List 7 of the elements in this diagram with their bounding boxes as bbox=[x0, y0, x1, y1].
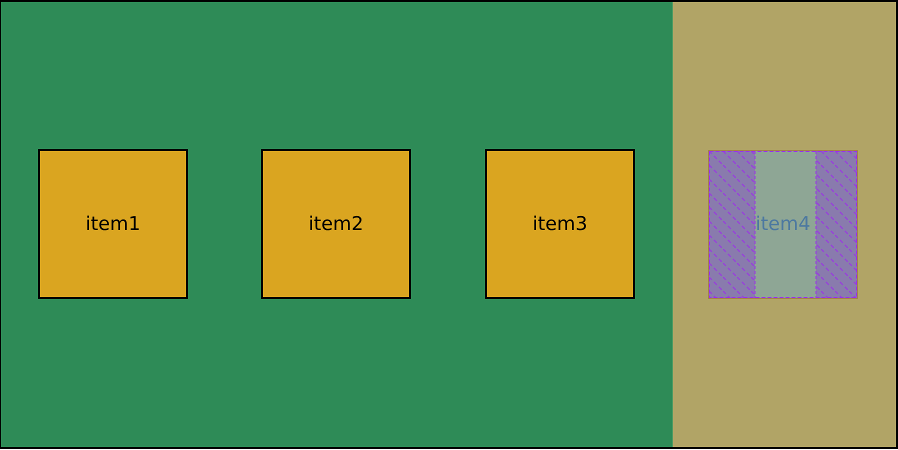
flex-item-box bbox=[261, 149, 411, 299]
flex-item-box bbox=[485, 149, 635, 299]
item-label: item1 bbox=[85, 212, 140, 236]
item-label: item4 bbox=[755, 213, 810, 236]
item-label: item2 bbox=[308, 212, 364, 236]
item-label: item3 bbox=[532, 212, 588, 236]
flex-item-box bbox=[38, 149, 188, 299]
